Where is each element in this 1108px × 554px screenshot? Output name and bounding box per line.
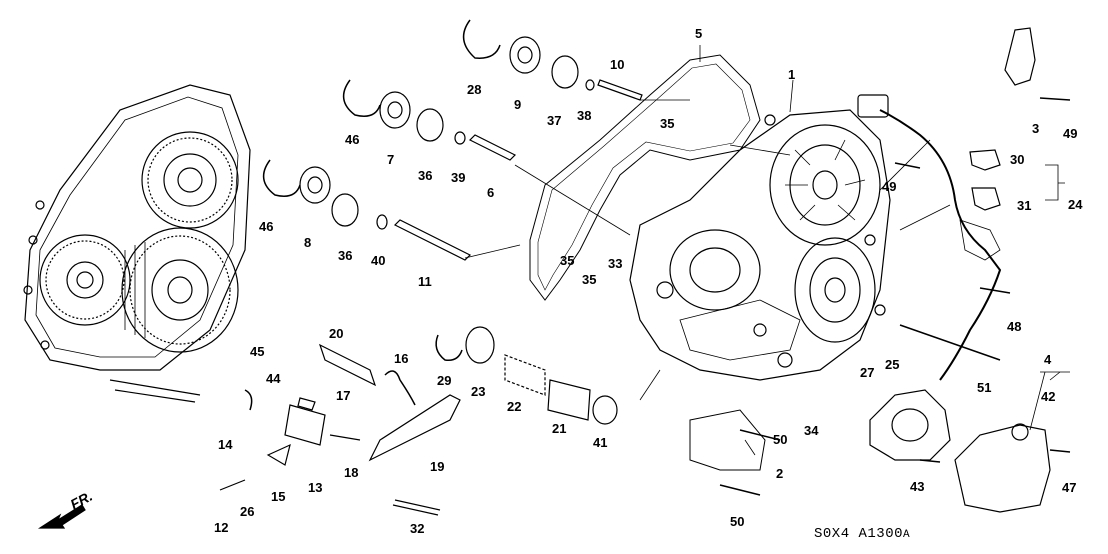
part-label: 30	[1010, 152, 1025, 167]
part-label: 36	[338, 248, 353, 263]
part-label: 36	[418, 168, 433, 183]
part-label: 31	[1017, 198, 1032, 213]
transmission-case	[629, 109, 891, 381]
part-label: 25	[885, 357, 900, 372]
part-label: 35	[582, 272, 597, 287]
part-label: 50	[773, 432, 788, 447]
part-label: 27	[860, 365, 875, 380]
part-label: 17	[336, 388, 351, 403]
part-label: 37	[547, 113, 562, 128]
part-label: 14	[218, 437, 233, 452]
part-label: 1	[788, 67, 796, 82]
part-label: 48	[1007, 319, 1022, 334]
diagram-code-suffix: A	[903, 529, 911, 541]
part-label: 19	[430, 459, 445, 474]
part-label: 21	[552, 421, 567, 436]
part-label: 16	[394, 351, 409, 366]
part-label: 5	[695, 26, 703, 41]
part-label: 41	[593, 435, 608, 450]
part-label: 50	[730, 514, 745, 529]
part-label: 32	[410, 521, 425, 536]
part-label: 35	[560, 253, 575, 268]
part-label: 45	[250, 344, 265, 359]
part-label: 51	[977, 380, 992, 395]
part-label: 40	[371, 253, 386, 268]
part-label: 33	[608, 256, 623, 271]
part-label: 49	[882, 179, 897, 194]
part-label: 4	[1044, 352, 1052, 367]
part-label: 12	[214, 520, 229, 535]
part-label: 46	[345, 132, 360, 147]
part-label: 38	[577, 108, 592, 123]
bolts	[719, 97, 1071, 496]
part-label: 8	[304, 235, 312, 250]
part-label: 13	[308, 480, 323, 495]
part-label: 22	[507, 399, 522, 414]
part-label: 7	[387, 152, 395, 167]
wire-harness	[857, 27, 1036, 381]
front-direction-arrow-icon	[37, 504, 86, 529]
part-label: 29	[437, 373, 452, 388]
part-label: 20	[329, 326, 344, 341]
part-label: 46	[259, 219, 274, 234]
part-label: 42	[1041, 389, 1056, 404]
part-label: 44	[266, 371, 281, 386]
leader-lines	[464, 45, 1070, 456]
part-label: 24	[1068, 197, 1083, 212]
part-label: 28	[467, 82, 482, 97]
part-label: 43	[910, 479, 925, 494]
diagram-code: S0X4 A1300A	[814, 526, 910, 542]
diagram-code-text: S0X4 A1300	[814, 526, 904, 542]
part-label: 3	[1032, 121, 1040, 136]
sensor-cover	[954, 424, 1051, 513]
part-label: 10	[610, 57, 625, 72]
part-label: 34	[804, 423, 819, 438]
converter-housing-group	[23, 84, 251, 403]
part-label: 2	[776, 466, 784, 481]
case-gasket	[529, 54, 761, 301]
part-label: 11	[418, 274, 432, 289]
part-label: 23	[471, 384, 486, 399]
part-label: 39	[451, 170, 466, 185]
small-parts	[219, 19, 643, 516]
part-label: 6	[487, 185, 495, 200]
part-label: 15	[271, 489, 286, 504]
part-label: 9	[514, 97, 522, 112]
part-label: 35	[660, 116, 675, 131]
part-label: 49	[1063, 126, 1078, 141]
bracket	[689, 409, 766, 471]
part-label: 47	[1062, 480, 1077, 495]
part-label: 26	[240, 504, 255, 519]
part-label: 18	[344, 465, 359, 480]
